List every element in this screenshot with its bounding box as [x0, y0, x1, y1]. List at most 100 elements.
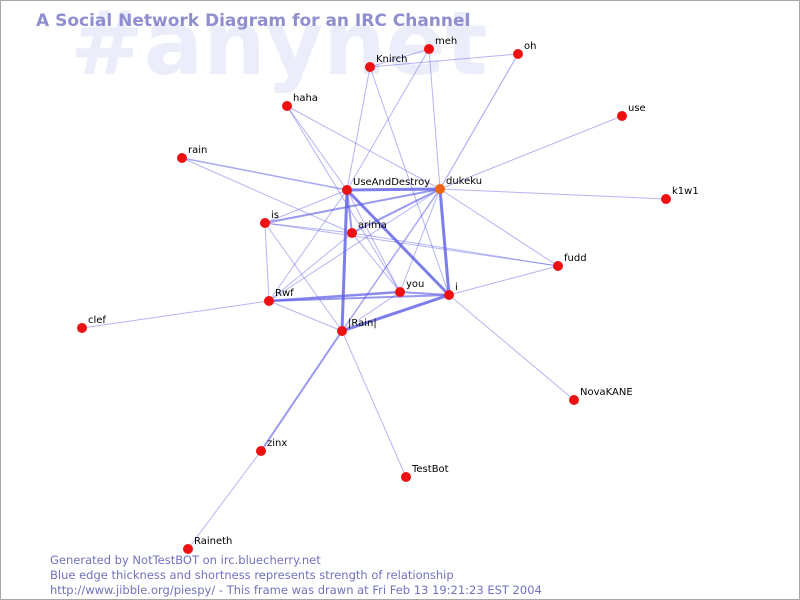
- node-fudd[interactable]: fudd: [553, 253, 587, 271]
- node-dot[interactable]: [617, 111, 627, 121]
- edge-rain-zinx: [260, 330, 343, 452]
- edge-useanddestroy-you: [346, 189, 401, 293]
- node-label: meh: [435, 36, 457, 47]
- node-rwf[interactable]: Rwf: [264, 288, 294, 306]
- node-arima[interactable]: arima: [347, 220, 387, 238]
- node-dot[interactable]: [424, 44, 434, 54]
- node-label: i: [455, 282, 458, 293]
- node-dot[interactable]: [342, 185, 352, 195]
- node-dot[interactable]: [183, 544, 193, 554]
- edge-arima-fudd: [351, 232, 559, 267]
- edge-useanddestroy-rain: [340, 189, 349, 332]
- node-raineth[interactable]: Raineth: [183, 536, 232, 554]
- edge-meh-useanddestroy: [346, 48, 430, 191]
- node-label: you: [406, 279, 424, 290]
- node-label: k1w1: [672, 186, 699, 197]
- channel-watermark: #anynet: [70, 0, 488, 95]
- edge-meh-knirch: [369, 48, 430, 68]
- footer-generated-by: Generated by NotTestBOT on irc.bluecherr…: [50, 553, 321, 567]
- node-dot[interactable]: [365, 62, 375, 72]
- node-rain[interactable]: rain: [177, 145, 207, 163]
- node-label: Knirch: [376, 54, 407, 65]
- node-label: oh: [524, 41, 536, 52]
- node-dot[interactable]: [347, 228, 357, 238]
- node-use[interactable]: use: [617, 103, 646, 121]
- edge-dukeku-i: [438, 188, 451, 296]
- node-testbot[interactable]: TestBot: [401, 464, 449, 482]
- edge-layer: [81, 48, 667, 550]
- edge-useanddestroy-i: [345, 188, 451, 297]
- node-label: Rwf: [275, 288, 294, 299]
- node-zinx[interactable]: zinx: [256, 438, 287, 456]
- edge-rain-useanddestroy: [181, 157, 348, 191]
- edge-useanddestroy-rwf: [268, 189, 348, 302]
- node-dot[interactable]: [282, 101, 292, 111]
- node-label: Raineth: [194, 536, 232, 547]
- edge-rain-testbot: [341, 330, 407, 478]
- node-meh[interactable]: meh: [424, 36, 457, 54]
- node-dot[interactable]: [661, 194, 671, 204]
- edge-is-rain: [264, 222, 343, 332]
- node-dot[interactable]: [177, 153, 187, 163]
- node-label: |Rain|: [348, 318, 377, 329]
- edge-i-fudd: [448, 265, 559, 296]
- edge-is-fudd: [264, 222, 559, 267]
- edge-meh-dukeku: [428, 48, 441, 190]
- edge-oh-knirch: [369, 53, 519, 68]
- node-dot[interactable]: [401, 472, 411, 482]
- node-label: dukeku: [446, 176, 482, 187]
- node-you[interactable]: you: [395, 279, 424, 297]
- node-label: UseAndDestroy: [353, 177, 430, 188]
- node-dot[interactable]: [260, 218, 270, 228]
- node-label: arima: [358, 220, 387, 231]
- edge-arima-you: [351, 232, 401, 293]
- node-dot[interactable]: [444, 290, 454, 300]
- node-dukeku[interactable]: dukeku: [435, 176, 482, 194]
- node-dot[interactable]: [435, 184, 445, 194]
- edge-is-dukeku: [264, 188, 441, 224]
- edge-arima-dukeku: [351, 188, 441, 234]
- edge-knirch-useanddestroy: [346, 66, 371, 191]
- node-knirch[interactable]: Knirch: [365, 54, 407, 72]
- edge-arima-rwf: [268, 232, 353, 302]
- node-dot[interactable]: [569, 395, 579, 405]
- edge-i-novakane: [448, 294, 575, 401]
- edge-k1w1-dukeku: [439, 188, 667, 200]
- node-label: NovaKANE: [580, 387, 633, 398]
- node-haha[interactable]: haha: [282, 93, 318, 111]
- node-label: TestBot: [411, 464, 449, 475]
- node-dot[interactable]: [256, 446, 266, 456]
- node-dot[interactable]: [553, 261, 563, 271]
- node-label: fudd: [564, 253, 587, 264]
- node-dot[interactable]: [264, 296, 274, 306]
- edge-oh-dukeku: [439, 53, 519, 190]
- edge-rain-i: [341, 293, 450, 333]
- edge-useanddestroy-dukeku: [346, 187, 441, 192]
- edge-is-arima: [264, 222, 353, 234]
- node-novakane[interactable]: NovaKANE: [569, 387, 633, 405]
- footer-url-timestamp: http://www.jibble.org/piespy/ - This fra…: [50, 583, 542, 597]
- edge-rain-arima: [181, 157, 353, 234]
- node-clef[interactable]: clef: [77, 315, 106, 333]
- edge-useanddestroy-arima: [346, 189, 353, 234]
- node-useanddestroy[interactable]: UseAndDestroy: [342, 177, 430, 195]
- edge-you-i: [399, 291, 450, 296]
- edge-zinx-raineth: [187, 450, 262, 550]
- node-dot[interactable]: [395, 287, 405, 297]
- node-dot[interactable]: [513, 49, 523, 59]
- edge-dukeku-fudd: [439, 188, 559, 267]
- edge-haha-dukeku: [286, 105, 441, 190]
- node-is[interactable]: is: [260, 210, 279, 228]
- edge-rain-dukeku: [341, 188, 441, 332]
- node-dot[interactable]: [337, 326, 347, 336]
- node-dot[interactable]: [77, 323, 87, 333]
- edge-use-dukeku: [439, 115, 623, 190]
- node-rain[interactable]: |Rain|: [337, 318, 377, 336]
- node-k1w1[interactable]: k1w1: [661, 186, 699, 204]
- node-label: haha: [293, 93, 318, 104]
- edge-knirch-i: [369, 66, 450, 296]
- node-i[interactable]: i: [444, 282, 458, 300]
- node-oh[interactable]: oh: [513, 41, 536, 59]
- edge-is-rwf: [264, 222, 270, 302]
